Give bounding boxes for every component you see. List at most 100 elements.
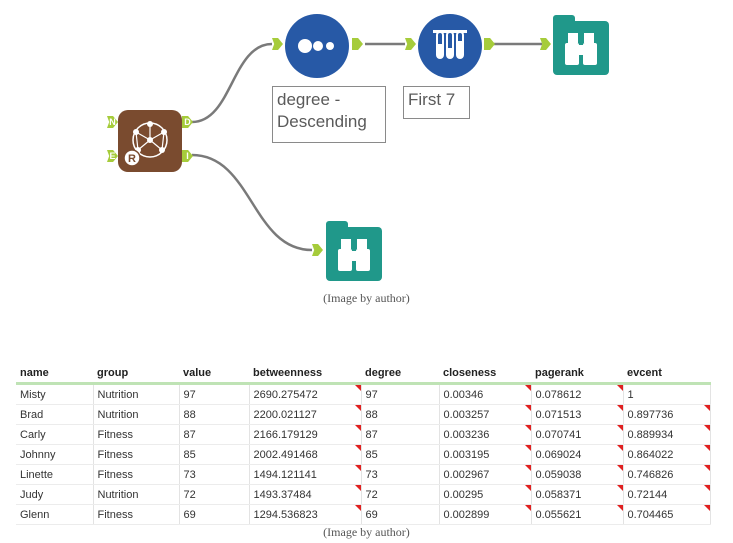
table-cell: 72 bbox=[179, 484, 250, 505]
table-cell: 85 bbox=[361, 444, 440, 465]
table-cell: 97 bbox=[179, 383, 250, 405]
table-cell: 1 bbox=[623, 383, 711, 405]
table-cell: 0.00295 bbox=[439, 484, 532, 505]
column-header[interactable]: group bbox=[93, 363, 179, 385]
table-header-row: name group value betweenness degree clos… bbox=[16, 363, 710, 385]
results-table-container: name group value betweenness degree clos… bbox=[16, 363, 711, 525]
table-cell: 97 bbox=[361, 383, 440, 405]
table-cell: 0.078612 bbox=[531, 383, 624, 405]
table-cell: 0.897736 bbox=[623, 404, 711, 425]
sample-output-anchor[interactable] bbox=[484, 38, 495, 50]
network-analysis-tool[interactable]: R bbox=[118, 110, 182, 172]
table-cell: 73 bbox=[361, 464, 440, 485]
table-cell: 2690.275472 bbox=[249, 383, 362, 405]
table-cell: Fitness bbox=[93, 464, 180, 485]
table-cell: 0.72144 bbox=[623, 484, 711, 505]
table-cell: 0.003257 bbox=[439, 404, 532, 425]
anchor-output-d[interactable]: D bbox=[182, 116, 193, 128]
table-cell: 0.002967 bbox=[439, 464, 532, 485]
table-cell: Judy bbox=[16, 484, 94, 505]
anchor-input-n[interactable]: N bbox=[107, 116, 118, 128]
table-cell: 2200.021127 bbox=[249, 404, 362, 425]
table-cell: 0.058371 bbox=[531, 484, 624, 505]
sample-annotation: First 7 bbox=[403, 86, 470, 119]
table-cell: Carly bbox=[16, 424, 94, 445]
browse-folder-tab bbox=[553, 15, 575, 25]
table-cell: 0.00346 bbox=[439, 383, 532, 405]
column-header[interactable]: degree bbox=[361, 363, 439, 385]
table-row[interactable]: Glenn Fitness 69 1294.536823 69 0.002899… bbox=[16, 504, 711, 525]
table-cell: 0.071513 bbox=[531, 404, 624, 425]
sort-output-anchor[interactable] bbox=[352, 38, 363, 50]
table-row[interactable]: Johnny Fitness 85 2002.491468 85 0.00319… bbox=[16, 444, 711, 465]
table-cell: 0.864022 bbox=[623, 444, 711, 465]
column-header[interactable]: closeness bbox=[439, 363, 531, 385]
connection-network-to-sort bbox=[191, 42, 273, 124]
svg-text:R: R bbox=[128, 153, 136, 165]
table-cell: Fitness bbox=[93, 444, 180, 465]
test-tubes-icon bbox=[433, 30, 467, 59]
anchor-input-e[interactable]: E bbox=[107, 150, 118, 162]
table-cell: 0.069024 bbox=[531, 444, 624, 465]
sort-dots-icon bbox=[298, 39, 334, 53]
table-cell: 69 bbox=[361, 504, 440, 525]
column-header[interactable]: name bbox=[16, 363, 93, 385]
browse-top-input-anchor[interactable] bbox=[540, 38, 551, 50]
column-header[interactable]: betweenness bbox=[249, 363, 361, 385]
anchor-output-i[interactable]: I bbox=[182, 150, 193, 162]
table-cell: Linette bbox=[16, 464, 94, 485]
caption-bottom: (Image by author) bbox=[323, 525, 410, 539]
sort-tool[interactable] bbox=[285, 14, 349, 78]
table-cell: 88 bbox=[179, 404, 250, 425]
workflow-canvas: R N E D I degree - Descending First 7 bbox=[107, 14, 609, 281]
table-cell: Nutrition bbox=[93, 383, 180, 405]
table-cell: Glenn bbox=[16, 504, 94, 525]
sort-input-anchor[interactable] bbox=[272, 38, 283, 50]
table-cell: Nutrition bbox=[93, 484, 180, 505]
table-row[interactable]: Judy Nutrition 72 1493.37484 72 0.00295 … bbox=[16, 484, 711, 505]
table-cell: 88 bbox=[361, 404, 440, 425]
table-cell: 73 bbox=[179, 464, 250, 485]
table-cell: Fitness bbox=[93, 424, 180, 445]
table-row[interactable]: Linette Fitness 73 1494.121141 73 0.0029… bbox=[16, 464, 711, 485]
results-table: name group value betweenness degree clos… bbox=[16, 363, 711, 525]
table-cell: 0.889934 bbox=[623, 424, 711, 445]
table-cell: Brad bbox=[16, 404, 94, 425]
column-header[interactable]: value bbox=[179, 363, 249, 385]
table-cell: 87 bbox=[361, 424, 440, 445]
table-row[interactable]: Misty Nutrition 97 2690.275472 97 0.0034… bbox=[16, 383, 711, 405]
table-cell: 72 bbox=[361, 484, 440, 505]
sample-input-anchor[interactable] bbox=[405, 38, 416, 50]
table-cell: 85 bbox=[179, 444, 250, 465]
browse-tool-bottom[interactable] bbox=[326, 221, 382, 281]
table-cell: 1294.536823 bbox=[249, 504, 362, 525]
binoculars-icon bbox=[338, 239, 370, 271]
table-cell: 0.002899 bbox=[439, 504, 532, 525]
table-cell: 0.003236 bbox=[439, 424, 532, 445]
table-row[interactable]: Carly Fitness 87 2166.179129 87 0.003236… bbox=[16, 424, 711, 445]
table-cell: Misty bbox=[16, 383, 94, 405]
binoculars-icon bbox=[565, 33, 597, 65]
table-cell: 87 bbox=[179, 424, 250, 445]
table-cell: 1494.121141 bbox=[249, 464, 362, 485]
browse-folder-tab bbox=[326, 221, 348, 231]
caption-top: (Image by author) bbox=[323, 291, 410, 305]
column-header[interactable]: evcent bbox=[623, 363, 710, 385]
table-cell: 69 bbox=[179, 504, 250, 525]
connection-network-to-browse-bottom bbox=[191, 153, 313, 252]
sample-tool[interactable] bbox=[418, 14, 482, 78]
sort-annotation: degree - Descending bbox=[272, 86, 386, 143]
table-row[interactable]: Brad Nutrition 88 2200.021127 88 0.00325… bbox=[16, 404, 711, 425]
browse-tool-top[interactable] bbox=[553, 15, 609, 75]
table-cell: 2166.179129 bbox=[249, 424, 362, 445]
browse-bottom-input-anchor[interactable] bbox=[312, 244, 323, 256]
table-cell: 0.746826 bbox=[623, 464, 711, 485]
column-header[interactable]: pagerank bbox=[531, 363, 623, 385]
connection-lines bbox=[191, 42, 542, 252]
table-cell: Fitness bbox=[93, 504, 180, 525]
table-cell: 0.704465 bbox=[623, 504, 711, 525]
table-cell: 0.055621 bbox=[531, 504, 624, 525]
table-cell: 0.059038 bbox=[531, 464, 624, 485]
table-cell: 2002.491468 bbox=[249, 444, 362, 465]
table-cell: 0.070741 bbox=[531, 424, 624, 445]
